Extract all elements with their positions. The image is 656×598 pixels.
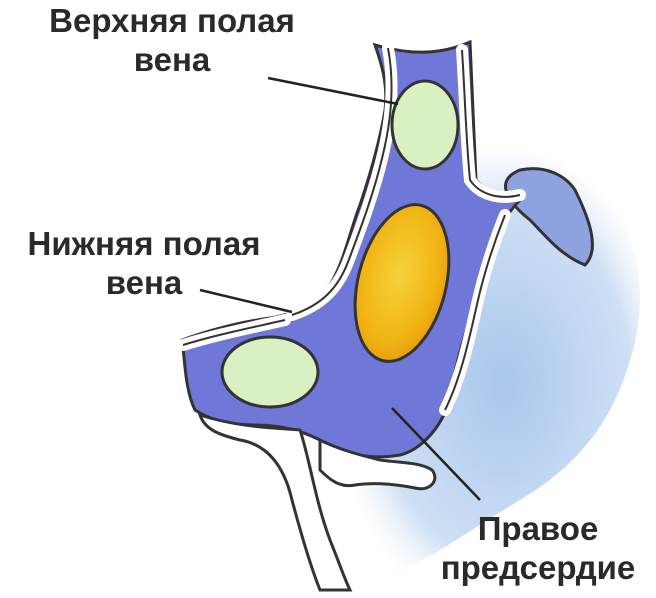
inferior-vena-cava-oval [222,337,318,407]
label-superior-vena-cava-line2: вена [22,41,322,80]
leader-line-superior [268,78,398,104]
label-right-atrium-line1: Правое [420,510,656,549]
label-superior-vena-cava-line1: Верхняя полая [22,2,322,41]
label-superior-vena-cava: Верхняя полая вена [22,2,322,80]
label-right-atrium-line2: предсердие [420,549,656,588]
label-inferior-vena-cava-line1: Нижняя полая [6,225,282,264]
label-inferior-vena-cava-line2: вена [6,264,282,303]
label-inferior-vena-cava: Нижняя полая вена [6,225,282,303]
superior-vena-cava-oval [392,81,458,169]
label-right-atrium: Правое предсердие [420,510,656,588]
